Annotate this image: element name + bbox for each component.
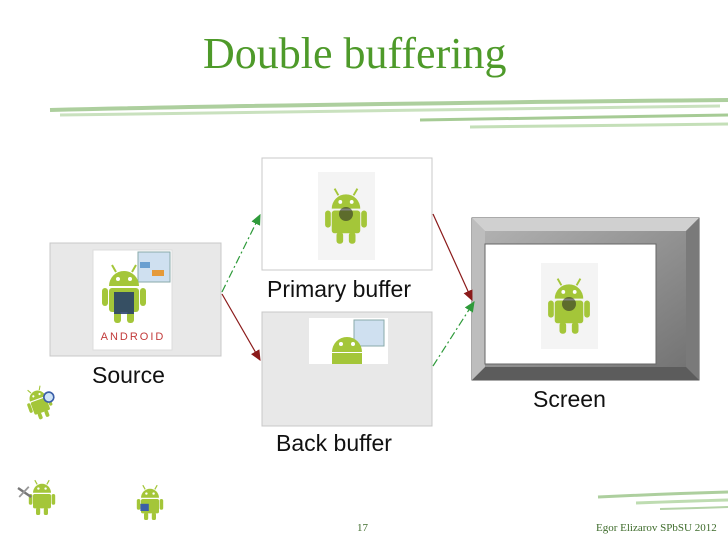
title-underline-strokes — [50, 100, 728, 127]
page-number: 17 — [357, 522, 368, 534]
back-buffer-label: Back buffer — [276, 430, 392, 457]
arrow-source-to-back — [222, 294, 260, 360]
footer-strokes — [598, 492, 728, 509]
android-tools-icon — [18, 480, 55, 515]
source-image: ANDROID — [93, 250, 172, 350]
screen-monitor — [472, 218, 699, 380]
footer-author: Egor Elizarov SPbSU 2012 — [596, 522, 717, 534]
screen-label: Screen — [533, 386, 606, 413]
source-logo-text: ANDROID — [101, 331, 166, 343]
arrow-source-to-primary — [222, 215, 260, 292]
primary-buffer-image — [318, 172, 375, 260]
arrow-primary-to-screen — [433, 214, 472, 300]
primary-buffer-label: Primary buffer — [267, 276, 411, 303]
arrow-back-to-screen — [433, 302, 474, 366]
android-magnifier-icon — [22, 382, 59, 422]
back-buffer-image — [309, 318, 388, 364]
slide-title: Double buffering — [203, 28, 506, 79]
android-badge-icon — [137, 485, 163, 520]
source-label: Source — [92, 362, 165, 389]
